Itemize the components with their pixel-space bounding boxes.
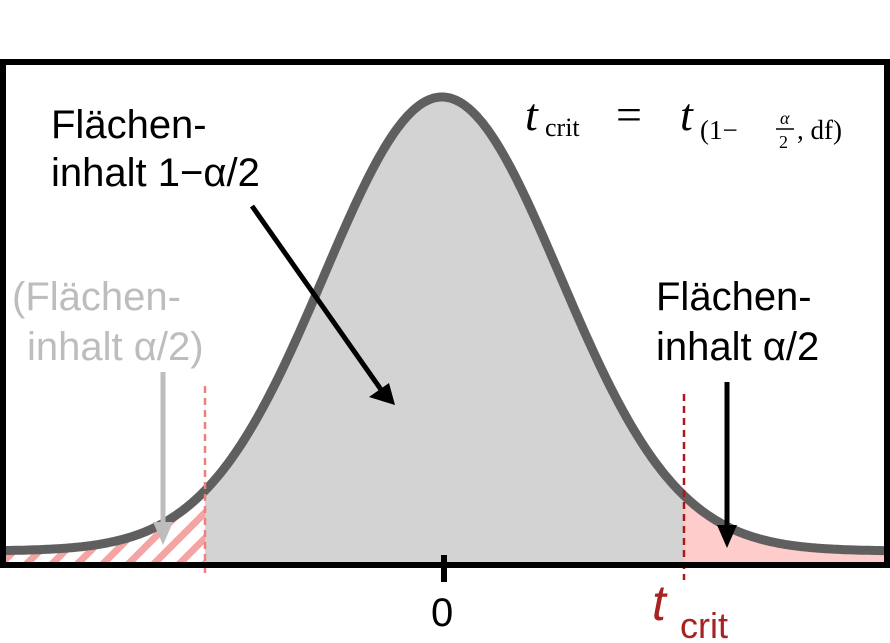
tcrit-label-t: t	[652, 575, 668, 631]
formula-frac-den: 2	[779, 132, 788, 152]
formula-frac-num: α	[780, 108, 790, 128]
right-area-label: Flächen- inhalt α/2	[656, 275, 823, 369]
center-area	[205, 97, 684, 565]
formula-sub-open: (1−	[700, 115, 738, 145]
formula-lhs-t: t	[525, 89, 539, 140]
zero-tick-label: 0	[431, 591, 453, 635]
left-area-label: (Flächen- inhalt α/2)	[12, 275, 204, 369]
center-area-label-line2: inhalt 1−α/2	[51, 151, 260, 195]
left-area-label-line2: inhalt α/2)	[27, 325, 204, 369]
right-area-label-line2: inhalt α/2	[656, 325, 819, 369]
formula-lhs-sub: crit	[545, 113, 580, 142]
formula-sub-rest: , df)	[797, 115, 842, 145]
center-area-arrowhead	[369, 383, 395, 405]
left-tail-area	[3, 490, 205, 565]
tcrit-label-sub: crit	[680, 605, 728, 643]
tcrit-formula: t crit = t (1− α 2 , df)	[525, 89, 842, 152]
center-area-arrow	[249, 204, 385, 393]
right-tail-area	[684, 495, 890, 565]
center-area-label: Flächen- inhalt 1−α/2	[51, 103, 260, 195]
left-area-label-line1: (Flächen-	[12, 275, 181, 319]
center-area-label-line1: Flächen-	[51, 103, 207, 147]
right-area-arrowhead	[717, 525, 737, 548]
right-area-label-line1: Flächen-	[656, 275, 812, 319]
formula-equals: =	[616, 89, 642, 140]
formula-rhs-t: t	[680, 89, 694, 140]
density-curve	[3, 92, 890, 556]
tcrit-axis-label: t crit	[652, 575, 728, 643]
left-area-arrowhead	[153, 522, 173, 545]
